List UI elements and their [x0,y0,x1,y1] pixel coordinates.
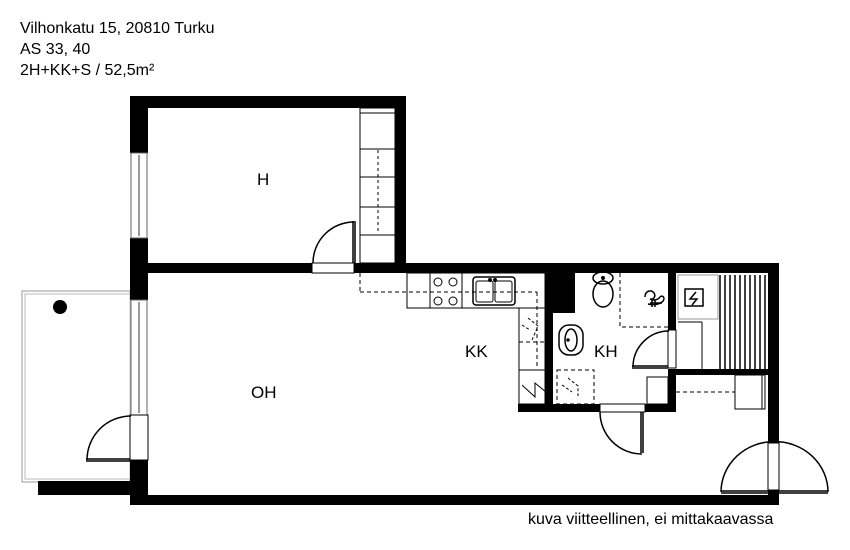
toilet-icon [592,271,614,308]
bathroom-fixtures [556,271,669,405]
entrance-door[interactable] [720,440,829,494]
hallway-door[interactable] [599,403,646,455]
bedroom-wardrobe [359,107,396,264]
room-label-bathroom: KH [594,342,618,361]
address-text: Vilhonkatu 15, 20810 Turku [20,20,215,37]
sauna-stove-icon [684,288,704,307]
sauna [677,274,766,369]
bedroom-door[interactable] [311,221,356,274]
disclaimer-text: kuva viitteellinen, ei mittakaavassa [528,511,774,528]
walls [130,96,779,505]
apartment-number-text: AS 33, 40 [20,41,91,58]
balcony [21,290,138,495]
hallway-closet [676,374,766,410]
fridge-icon [521,381,547,399]
listing-header: Vilhonkatu 15, 20810 Turku AS 33, 40 2H+… [20,18,215,81]
stove-icon [433,277,458,306]
room-label-bedroom: H [257,170,270,189]
room-label-kitchen: KK [465,342,488,361]
sauna-bench [719,275,766,369]
shower-icon [644,290,665,307]
windows [130,152,148,416]
sink-icon [472,276,516,306]
layout-area-text: 2H+KK+S / 52,5m² [20,62,155,79]
room-label-living-room: OH [251,383,277,402]
bathroom-door[interactable] [632,329,677,369]
balcony-door[interactable] [86,414,149,462]
balcony-drain-icon [53,300,67,314]
washbasin-icon [558,324,584,356]
kitchen-counter [359,272,547,405]
